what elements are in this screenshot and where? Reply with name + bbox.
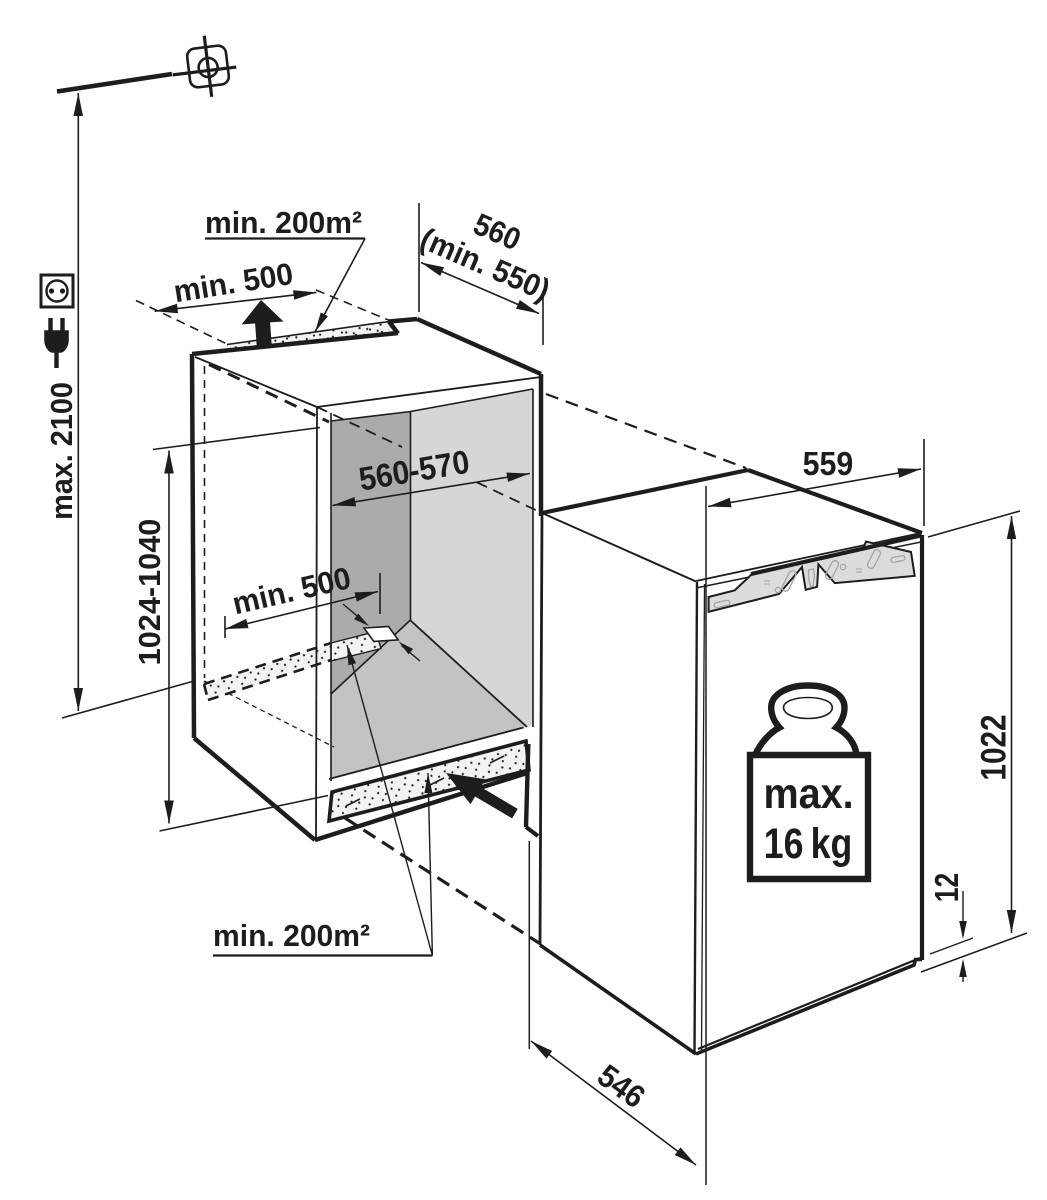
svg-text:max. 2100: max. 2100 (45, 382, 79, 520)
svg-text:12: 12 (929, 873, 965, 902)
svg-text:1022: 1022 (974, 714, 1013, 780)
svg-text:min. 200m²: min. 200m² (205, 206, 362, 241)
svg-text:max.: max. (763, 769, 853, 817)
svg-text:min. 200m²: min. 200m² (213, 919, 370, 954)
svg-text:1024-1040: 1024-1040 (132, 519, 167, 666)
svg-text:559: 559 (803, 445, 854, 482)
svg-text:16 kg: 16 kg (764, 820, 852, 868)
